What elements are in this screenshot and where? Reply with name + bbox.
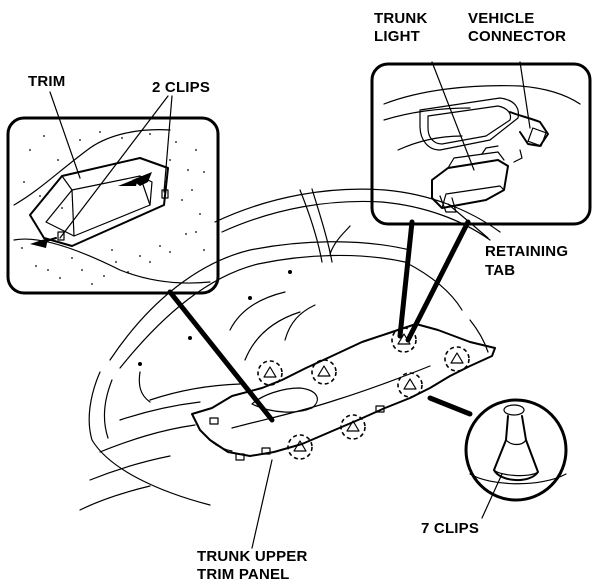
vehicle-body [79,188,501,511]
trunk-light-inset [370,62,592,226]
trim-leader [49,91,81,179]
trim-panel-leader [251,459,273,549]
trunk-upper-trim-panel [191,323,496,461]
retaining-tab-label-line1: RETAINING [485,243,569,260]
clip-detail-connector [427,395,473,417]
clip-detail [464,398,568,502]
vehicle-connector-label-line1: VEHICLE [468,10,535,27]
vehicle-connector-label-line2: CONNECTOR [468,28,567,45]
trunk-light-connector-b [397,219,415,339]
retaining-tab-label-line2: TAB [485,262,516,279]
trunk-light-label-line1: TRUNK [374,10,428,27]
trunk-light-leader [431,61,475,171]
trim-detail-inset [6,116,220,295]
vehicle-connector-leader [519,61,531,129]
trunk-light-label-line2: LIGHT [374,28,420,45]
trim-inset-connector [167,289,275,423]
seven-clips-label: 7 CLIPS [421,520,480,537]
two-clips-label: 2 CLIPS [152,79,211,96]
trim-label: TRIM [28,73,66,90]
trunk-upper-trim-panel-label-line2: TRIM PANEL [197,566,290,583]
panel-clip-markers [257,327,470,460]
trunk-light-connector-a [405,219,471,343]
seven-clips-leader [481,473,503,519]
two-clips-leader-b [163,95,173,193]
trunk-upper-trim-panel-label-line1: TRUNK UPPER [197,548,308,565]
two-clips-leader-a [59,95,169,239]
